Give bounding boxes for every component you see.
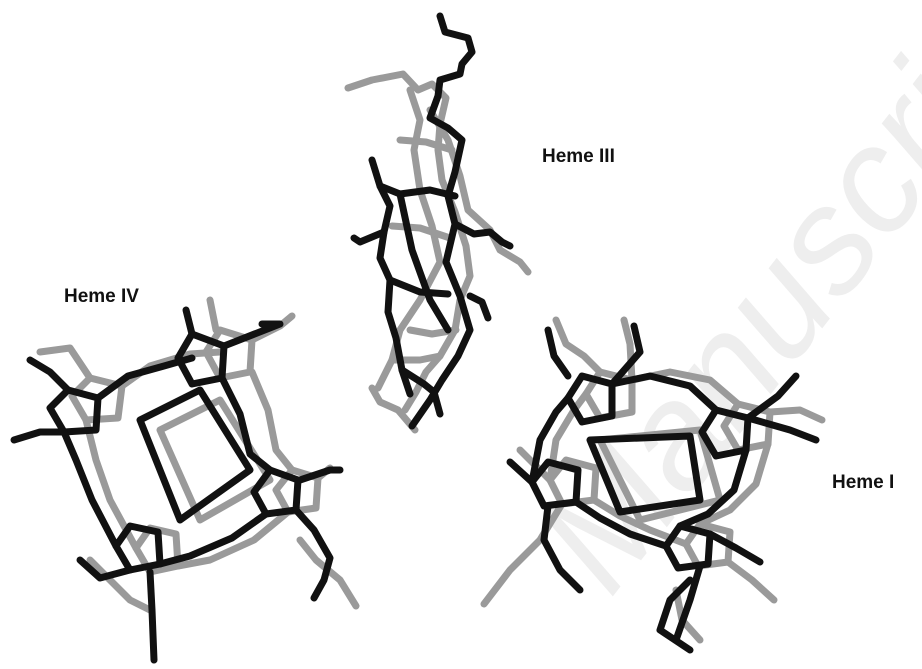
heme-i-label: Heme I	[832, 472, 895, 493]
heme-iv-structure	[10, 296, 360, 664]
heme-iii-black	[350, 12, 514, 430]
heme-iii-gray	[344, 70, 532, 434]
heme-iii-label: Heme III	[542, 146, 615, 167]
heme-iii-structure	[344, 12, 532, 434]
heme-i-black	[506, 322, 820, 654]
heme-i-structure	[480, 316, 826, 654]
heme-i-gray	[480, 316, 826, 644]
heme-iv-label: Heme IV	[64, 286, 139, 307]
heme-iv-black	[10, 306, 344, 664]
